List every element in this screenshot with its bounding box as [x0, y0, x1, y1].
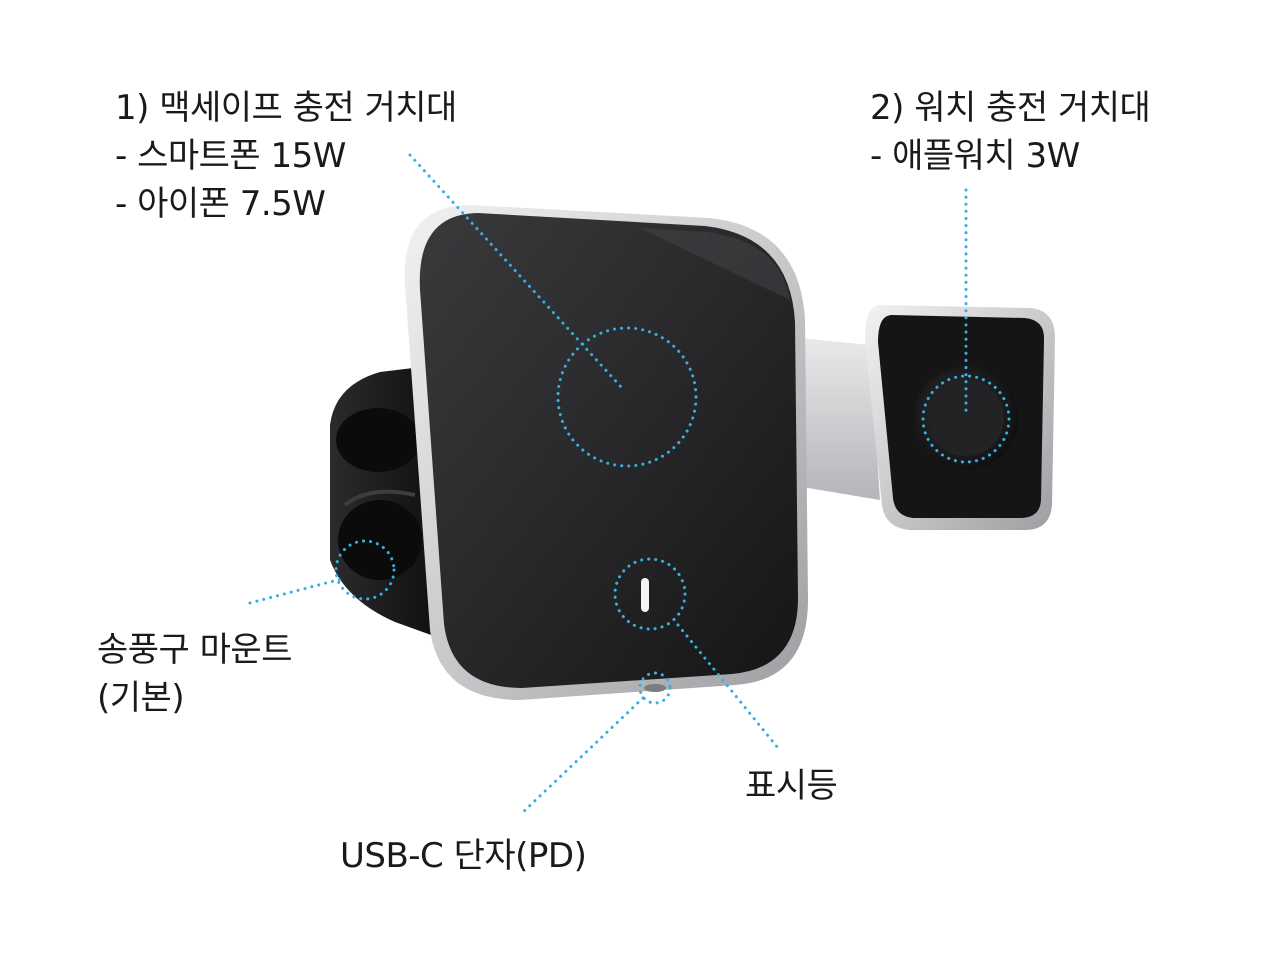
callout-magsafe	[408, 153, 698, 468]
label-watch-charger: 2) 워치 충전 거치대 - 애플워치 3W	[870, 84, 1151, 180]
callout-usb	[518, 671, 672, 817]
usb-c-port-icon	[644, 684, 666, 692]
callout-vent	[248, 539, 396, 605]
label-watch-title: 2) 워치 충전 거치대	[870, 88, 1151, 128]
callout-watch	[921, 188, 1011, 464]
label-magsafe-title: 1) 맥세이프 충전 거치대	[115, 88, 457, 128]
label-watch-power: - 애플워치 3W	[870, 136, 1080, 176]
label-vent-mount-note: (기본)	[97, 678, 185, 718]
callout-indicator	[613, 557, 780, 750]
label-magsafe-smartphone: - 스마트폰 15W	[115, 136, 346, 176]
label-usb-c-port: USB-C 단자(PD)	[340, 836, 587, 876]
indicator-light	[641, 578, 649, 612]
label-vent-mount: 송풍구 마운트 (기본)	[97, 626, 293, 722]
magsafe-charger	[404, 205, 808, 700]
label-indicator: 표시등	[745, 766, 838, 806]
label-magsafe-charger: 1) 맥세이프 충전 거치대 - 스마트폰 15W - 아이폰 7.5W	[115, 84, 457, 228]
label-magsafe-iphone: - 아이폰 7.5W	[115, 184, 326, 224]
watch-charger	[865, 305, 1055, 530]
label-vent-mount-title: 송풍구 마운트	[97, 630, 293, 670]
